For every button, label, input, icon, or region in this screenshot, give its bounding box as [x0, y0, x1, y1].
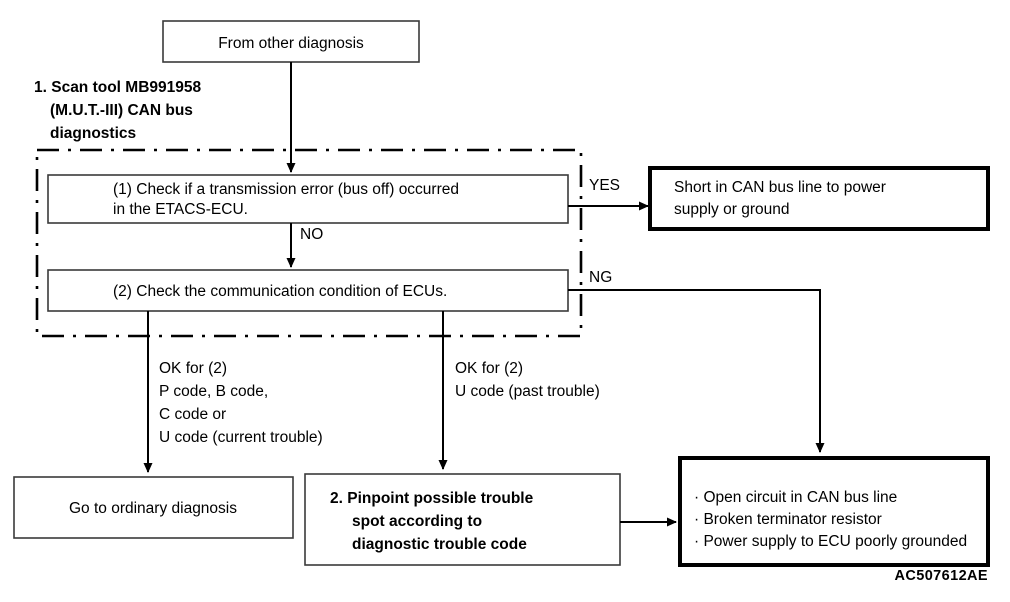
go-to-ordinary-diagnosis-box [13, 476, 294, 539]
open-circuit-causes-line2: · Broken terminator resistor [694, 511, 882, 528]
short-in-can-bus-result-box [648, 166, 990, 231]
open-circuit-causes-line3: · Power supply to ECU poorly grounded [694, 533, 967, 550]
check-communication-condition-label: (2) Check the communication condition of… [113, 283, 447, 300]
check-communication-condition-box [47, 269, 569, 312]
edge-label-ok-left-line4: U code (current trouble) [159, 429, 323, 446]
pinpoint-trouble-spot-line1: 2. Pinpoint possible trouble [330, 490, 534, 507]
from-other-diagnosis-box [162, 20, 420, 63]
edge-label-ok-middle-line2: U code (past trouble) [455, 383, 600, 400]
edge-label-ok-left-line1: OK for (2) [159, 360, 227, 377]
edge-label-ok-left-line2: P code, B code, [159, 383, 268, 400]
pinpoint-trouble-spot-line2: spot according to [352, 513, 482, 530]
scan-tool-group-region [35, 148, 583, 338]
edge-label-ok-left-line3: C code or [159, 406, 226, 423]
go-to-ordinary-diagnosis-label: Go to ordinary diagnosis [69, 500, 237, 517]
figure-id-label: AC507612AE [895, 568, 988, 584]
check-transmission-error-box [47, 174, 569, 224]
check-transmission-error-line2: in the ETACS-ECU. [113, 201, 248, 218]
scan-tool-group-label-line3: diagnostics [50, 125, 136, 142]
open-circuit-causes-line1: · Open circuit in CAN bus line [694, 489, 897, 506]
short-in-can-bus-line2: supply or ground [674, 201, 789, 218]
short-in-can-bus-line1: Short in CAN bus line to power [674, 179, 886, 196]
scan-tool-group-label-line2: (M.U.T.-III) CAN bus [50, 102, 193, 119]
pinpoint-trouble-spot-box [304, 473, 621, 566]
from-other-diagnosis-label: From other diagnosis [218, 35, 364, 52]
open-circuit-causes-box [678, 456, 990, 567]
pinpoint-trouble-spot-line3: diagnostic trouble code [352, 536, 527, 553]
edge-label-yes: YES [589, 177, 620, 194]
edge-ng-to-open-circuit [568, 289, 825, 453]
edge-label-ng: NG [589, 269, 612, 286]
edge-label-ok-middle-line1: OK for (2) [455, 360, 523, 377]
check-transmission-error-line1: (1) Check if a transmission error (bus o… [113, 181, 459, 198]
scan-tool-group-label-line1: 1. Scan tool MB991958 [34, 79, 202, 96]
edge-label-no: NO [300, 226, 323, 243]
